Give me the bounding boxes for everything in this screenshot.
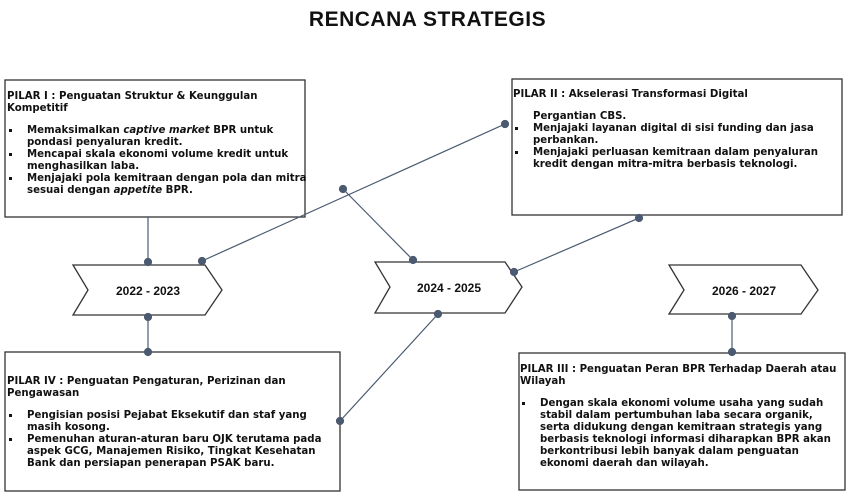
connector-dot [433,309,443,319]
year-arrow-2024 [373,261,523,314]
pillar-2-item: Menjajaki layanan digital di sisi fundin… [513,123,838,147]
pillar-4-item: Pemenuhan aturan-aturan baru OJK terutam… [7,434,337,470]
pillar-2-box: PILAR II : Akselerasi Transformasi Digit… [513,89,838,171]
connector-dot [338,184,348,194]
connector-dot [500,119,510,129]
pillar-2-item: Pergantian CBS. [533,111,627,122]
pillar-1-item: Menjajaki pola kemitraan dengan pola dan… [7,173,307,197]
connector-dot [143,312,153,322]
pillar-1-box: PILAR I : Penguatan Struktur & Keunggula… [7,91,307,197]
pillar-3-box: PILAR III : Penguatan Peran BPR Terhadap… [520,364,842,470]
year-arrow-2026 [667,264,819,315]
pillar-1-item: Memaksimalkan captive market BPR untuk p… [7,125,307,149]
pillar-3-item: Dengan skala ekonomi volume usaha yang s… [520,398,842,470]
connector-dot [727,311,737,321]
year-label-2024: 2024 - 2025 [416,281,482,295]
pillar-3-border [518,352,846,491]
year-label-2026: 2026 - 2027 [711,284,777,298]
pillar-4-item: Pengisian posisi Pejabat Eksekutif dan s… [7,410,337,434]
pillar-4-title: PILAR IV : Penguatan Pengaturan, Perizin… [7,376,286,399]
connector-dot [197,256,207,266]
pillar-1-border [4,79,306,218]
connector-dot [408,255,418,265]
connector-dot [509,267,519,277]
pillar-1-item: Mencapai skala ekonomi volume kredit unt… [7,149,307,173]
pillar-2-item: Menjajaki perluasan kemitraan dalam peny… [513,147,838,171]
connector-dot [634,213,644,223]
connector-dot [335,416,345,426]
page-title: RENCANA STRATEGIS [308,8,547,31]
connector-dot [143,257,153,267]
pillar-2-title: PILAR II : Akselerasi Transformasi Digit… [513,89,748,100]
year-arrow-2022 [71,264,223,316]
pillar-1-title: PILAR I : Penguatan Struktur & Keunggula… [7,91,258,114]
connector-dot [143,347,153,357]
connector-dot [727,347,737,357]
pillar-3-title: PILAR III : Penguatan Peran BPR Terhadap… [520,364,837,387]
year-label-2022: 2022 - 2023 [115,284,181,298]
pillar-2-border [511,78,843,216]
pillar-4-box: PILAR IV : Penguatan Pengaturan, Perizin… [7,376,337,470]
